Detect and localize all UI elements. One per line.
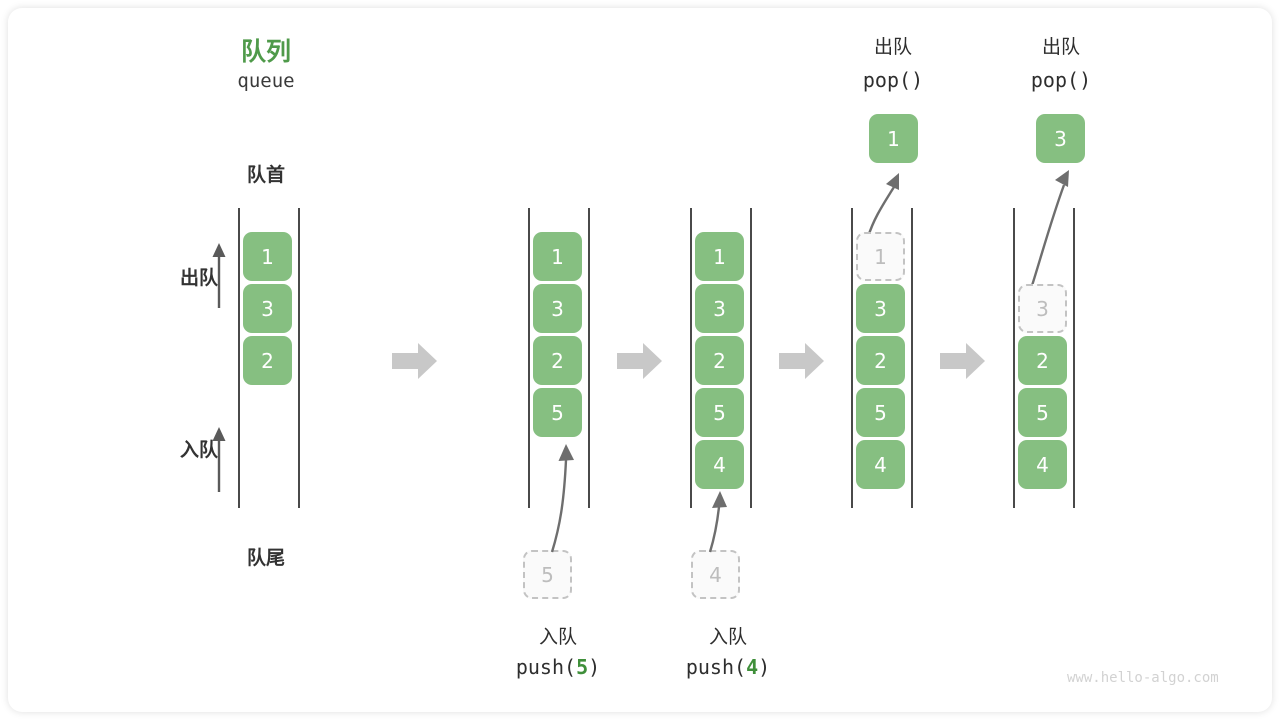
queue-cell: 2 (856, 336, 905, 385)
diagram-stage: 队列 queue 队首 队尾 出队 入队 1 3 2 (8, 8, 1272, 712)
queue-cell: 5 (695, 388, 744, 437)
queue-cell: 1 (243, 232, 292, 281)
pop-arrow-icon (1027, 170, 1069, 296)
queue-cell: 2 (533, 336, 582, 385)
diagram-title-cn: 队列 (240, 37, 291, 66)
queue-cell: 3 (856, 284, 905, 333)
push-arrow-icon (708, 491, 727, 553)
queue-cell: 3 (243, 284, 292, 333)
rail-left (690, 208, 692, 508)
rear-label: 队尾 (246, 547, 285, 569)
queue-cell: 2 (243, 336, 292, 385)
pop-arrow-icon (866, 173, 899, 238)
queue-cell: 5 (1018, 388, 1067, 437)
queue-cell: 1 (533, 232, 582, 281)
output-cell: 1 (869, 114, 918, 163)
rail-right (588, 208, 590, 508)
rail-right (1073, 208, 1075, 508)
queue-cell: 4 (695, 440, 744, 489)
input-ghost-cell: 5 (523, 550, 572, 599)
push-arrow-icon (550, 444, 574, 553)
operation-code: pop() (981, 68, 1141, 92)
rail-right (298, 208, 300, 508)
code-arg: 4 (746, 655, 759, 679)
code-prefix: push( (685, 655, 747, 679)
operation-code: pop() (813, 68, 973, 92)
queue-cell: 3 (533, 284, 582, 333)
rail-right (750, 208, 752, 508)
code-suffix: ) (911, 68, 924, 92)
flow-arrow-icon (392, 343, 437, 379)
queue-cell: 3 (695, 284, 744, 333)
code-suffix: ) (758, 655, 771, 679)
flow-arrow-icon (940, 343, 985, 379)
code-arg: 5 (576, 655, 589, 679)
queue-cell: 4 (856, 440, 905, 489)
queue-cell: 5 (533, 388, 582, 437)
flow-arrow-icon (617, 343, 662, 379)
operation-code: push(4) (648, 655, 808, 679)
watermark: www.hello-algo.com (1067, 670, 1219, 686)
code-prefix: push( (515, 655, 577, 679)
front-label: 队首 (246, 164, 285, 186)
flow-arrow-icon (779, 343, 824, 379)
queue-cell: 5 (856, 388, 905, 437)
dequeue-side-label: 出队 (179, 267, 218, 289)
rail-left (1013, 208, 1015, 508)
enqueue-side-label: 入队 (179, 439, 218, 461)
operation-label-cn: 入队 (708, 626, 747, 648)
queue-cell: 2 (1018, 336, 1067, 385)
output-cell: 3 (1036, 114, 1085, 163)
rail-left (238, 208, 240, 508)
dequeue-up-arrow-icon (212, 243, 226, 308)
rail-left (528, 208, 530, 508)
operation-label-cn: 出队 (1041, 36, 1080, 58)
enqueue-up-arrow-icon (212, 427, 226, 492)
queue-cell-ghost: 1 (856, 232, 905, 281)
diagram-title-en: queue (237, 70, 295, 92)
diagram-card: 队列 queue 队首 队尾 出队 入队 1 3 2 (8, 8, 1272, 712)
input-ghost-cell: 4 (691, 550, 740, 599)
operation-code: push(5) (478, 655, 638, 679)
code-suffix: ) (588, 655, 601, 679)
queue-cell: 2 (695, 336, 744, 385)
queue-cell-ghost: 3 (1018, 284, 1067, 333)
operation-label-cn: 出队 (873, 36, 912, 58)
queue-cell: 1 (695, 232, 744, 281)
code-prefix: pop( (1030, 68, 1080, 92)
queue-cell: 4 (1018, 440, 1067, 489)
operation-label-cn: 入队 (538, 626, 577, 648)
code-suffix: ) (1079, 68, 1092, 92)
rail-left (851, 208, 853, 508)
rail-right (911, 208, 913, 508)
code-prefix: pop( (862, 68, 912, 92)
